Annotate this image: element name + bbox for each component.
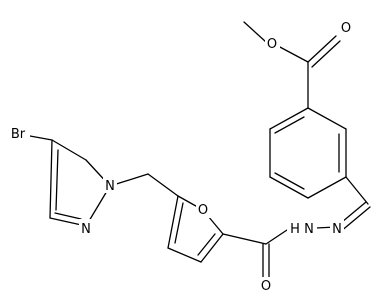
bond-bz-c2-c3 <box>307 107 347 130</box>
bond-ester-co-b <box>311 40 341 68</box>
bond-pz-n2-c3-inner <box>54 212 82 220</box>
atom-o-ester-carbonyl-label: O <box>341 21 351 36</box>
atom-o-amide-label: O <box>261 279 271 294</box>
atom-bg-n2 <box>79 219 93 236</box>
bond-bz-c3-c4 <box>269 107 309 130</box>
bond-bz-inner-b <box>274 116 305 134</box>
bond-ch-benzene <box>345 176 369 205</box>
atom-h-hydrazide-label: H <box>290 222 300 237</box>
bond-bz-c5-c6 <box>269 176 309 199</box>
bond-br-c4 <box>29 135 53 141</box>
bond-furan-c4-c5 <box>167 195 179 249</box>
atom-o-ester-ether-label: O <box>267 37 277 52</box>
bond-ester-co-a <box>307 35 337 63</box>
atom-o-furan-label: O <box>198 203 208 218</box>
bond-furan-c3-c4 <box>167 247 202 263</box>
atom-layer: Br N N O O H N N O O <box>6 19 354 294</box>
bond-ch2-furan-c5 <box>147 173 179 197</box>
bond-furan-c4-c5-inner <box>174 202 184 244</box>
bond-pz-c4-c5 <box>51 139 87 161</box>
bond-bz-inner-c <box>274 172 305 190</box>
atom-bg-n-hydrazone <box>330 219 344 236</box>
bond-bz-c6-c1 <box>307 176 347 199</box>
atom-n-hydrazide-label: N <box>304 222 314 237</box>
atom-bg-o-ester-carbonyl <box>339 19 354 36</box>
atom-n-pyrazole-2-label: N <box>81 222 91 237</box>
bond-ester-c-o <box>277 45 309 63</box>
bond-ester-o-ch3 <box>243 21 267 43</box>
bond-pz-c3-c4-inner <box>55 149 59 211</box>
atom-n-hydrazone-label: N <box>332 222 342 237</box>
atom-n-pyrazole-1-label: N <box>105 179 115 194</box>
atom-bg-nh <box>287 219 317 236</box>
atom-bg-o-ester-ether <box>265 35 280 52</box>
bond-furan-c2-amide-c <box>222 233 267 245</box>
bond-furan-c2-c3-inner <box>197 233 216 256</box>
bond-layer <box>29 21 371 281</box>
bond-n-ch-b <box>339 206 371 233</box>
atom-bg-o-furan <box>196 201 211 218</box>
atom-bg-n1 <box>103 176 117 193</box>
bond-furan-c2-c3 <box>200 233 224 263</box>
atom-bg-o-amide <box>259 277 274 294</box>
atom-br-label: Br <box>11 127 26 142</box>
atom-bg-br <box>6 125 30 142</box>
bond-amide-c-nh <box>265 227 291 245</box>
bond-pz-c3-c4 <box>49 139 53 219</box>
